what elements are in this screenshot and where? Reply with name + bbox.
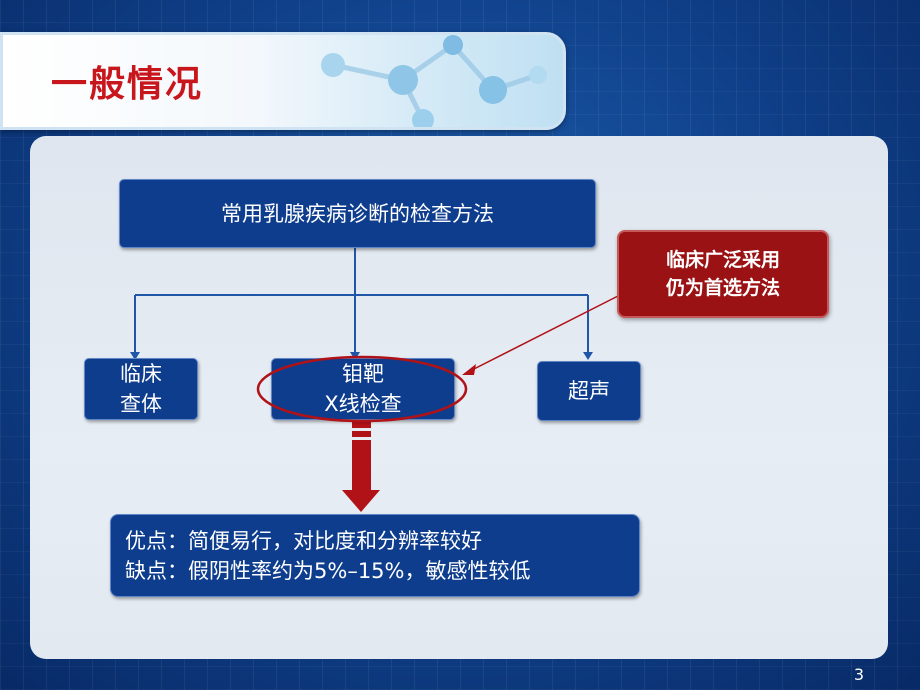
root-method-label: 常用乳腺疾病诊断的检查方法 (221, 201, 494, 226)
title-banner: 一般情况 (0, 32, 566, 130)
callout-line2: 仍为首选方法 (665, 277, 780, 299)
pros-cons-box: 优点：简便易行，对比度和分辨率较好 缺点：假阴性率约为5%–15%，敏感性较低 (110, 514, 640, 597)
mammography-box: 钼靶 X线检查 (271, 358, 455, 420)
page-number: 3 (853, 665, 864, 684)
ultrasound-box: 超声 (537, 361, 641, 421)
mammography-line1: 钼靶 (342, 362, 384, 386)
advantages-text: 优点：简便易行，对比度和分辨率较好 (125, 528, 482, 553)
callout-box: 临床广泛采用 仍为首选方法 (617, 230, 829, 318)
root-method-box: 常用乳腺疾病诊断的检查方法 (119, 179, 596, 248)
disadvantages-text: 缺点：假阴性率约为5%–15%，敏感性较低 (125, 558, 531, 583)
down-arrow-icon (342, 422, 380, 512)
clinical-exam-line2: 查体 (120, 392, 162, 416)
ultrasound-label: 超声 (568, 379, 610, 403)
callout-pointer-head (462, 364, 476, 375)
clinical-exam-line1: 临床 (120, 362, 162, 386)
clinical-exam-box: 临床 查体 (84, 358, 198, 420)
page-title: 一般情况 (51, 64, 204, 105)
callout-pointer-line (469, 295, 619, 372)
callout-line1: 临床广泛采用 (665, 249, 780, 271)
molecule-decoration-icon (321, 35, 547, 127)
mammography-line2: X线检查 (324, 392, 402, 416)
